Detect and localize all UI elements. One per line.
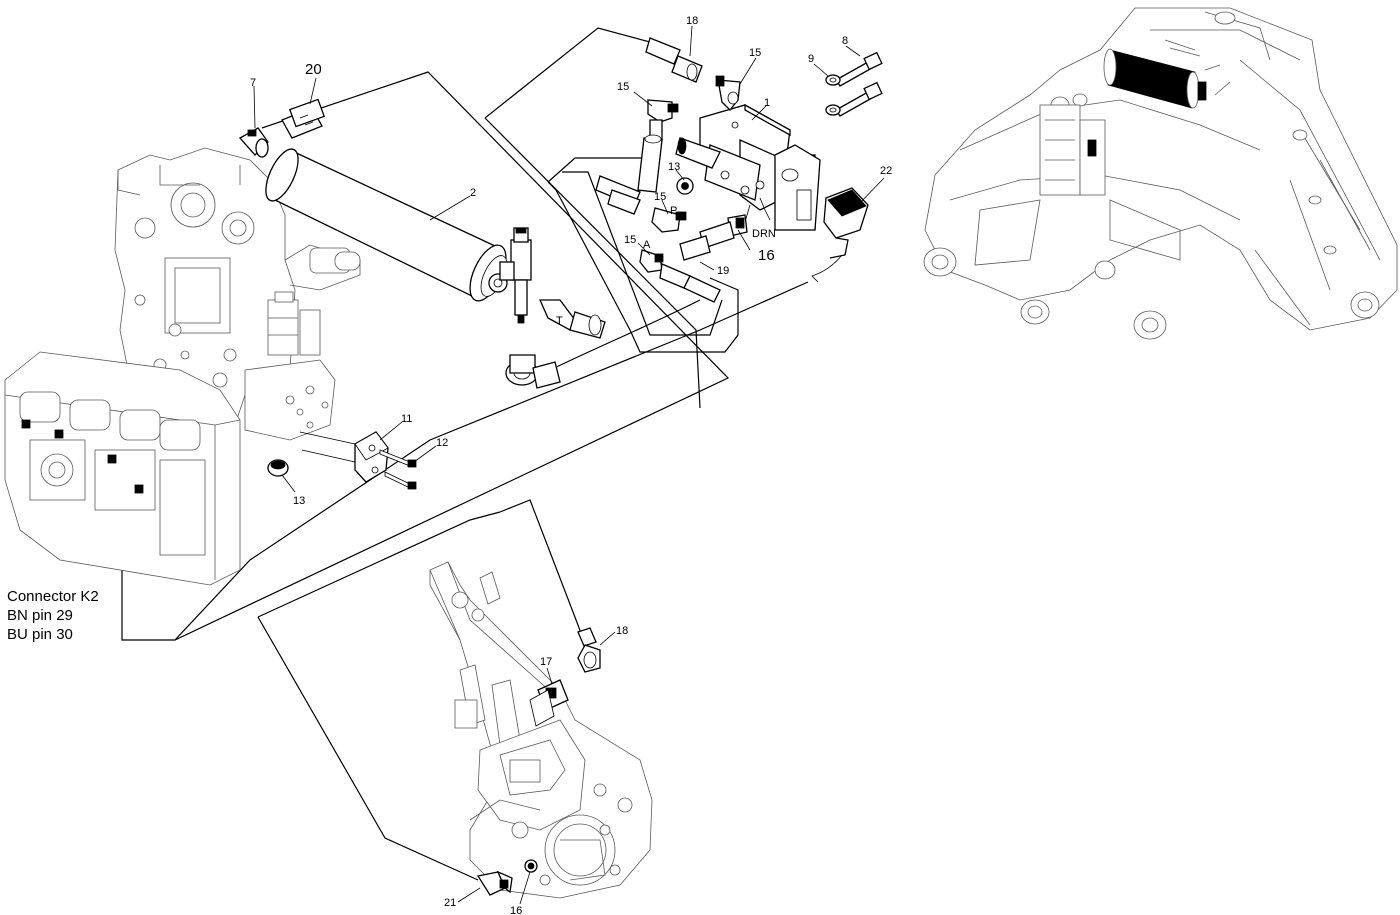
connector-note-line-3: BU pin 30: [7, 626, 73, 643]
routing-lines: [121, 27, 809, 881]
elbow-fitting-7: [238, 127, 269, 158]
machine-frame-illustration: [923, 7, 1398, 340]
pump-illustration: [429, 561, 653, 899]
callout-16-mid: 16: [758, 247, 775, 264]
routing-line-elbow-hose: [539, 299, 701, 376]
bolts-8-washers-9: [825, 51, 883, 117]
block-11: [299, 431, 389, 483]
callout-15-left: 15: [617, 81, 629, 93]
routing-line-return-2: [547, 181, 739, 353]
callout-leaders: [253, 25, 885, 905]
routing-line-pump-21b: [257, 616, 479, 881]
port-label-p: P: [670, 205, 677, 217]
port-label-drn: DRN: [752, 228, 776, 240]
callout-numbers: 18 15 8 9 1 15 7 20 2 13 15 22 15 16 19 …: [250, 15, 892, 915]
plug-13-low: [267, 459, 289, 477]
callout-18-top: 18: [686, 15, 698, 27]
callout-15-a: 15: [624, 234, 636, 246]
port-labels: P A T DRN: [556, 205, 776, 327]
hose-vertical: [637, 134, 663, 193]
callout-20: 20: [305, 61, 322, 78]
hose-fitting-20: [281, 98, 326, 139]
elbow-fitting-15-left: [647, 99, 679, 141]
port-label-t: T: [556, 315, 563, 327]
connector-note: Connector K2 BN pin 29 BU pin 30: [7, 588, 99, 643]
callout-21: 21: [444, 897, 456, 909]
callout-19: 19: [717, 265, 729, 277]
accumulator-part-2: [265, 148, 508, 302]
bolts-12: [379, 449, 417, 490]
fitting-16-mid: [679, 214, 748, 261]
elbow-hose-fitting: [505, 299, 606, 389]
routing-line-pump-21: [257, 511, 501, 618]
port-label-a: A: [643, 239, 651, 251]
callout-7: 7: [250, 77, 256, 89]
callout-12: 12: [436, 437, 448, 449]
callout-13-low: 13: [293, 495, 305, 507]
hose-p-line: [595, 175, 687, 233]
callout-17: 17: [540, 656, 552, 668]
callout-2: 2: [470, 187, 476, 199]
routing-line-coil-lead: [174, 281, 809, 641]
control-block-illustration: [114, 147, 361, 441]
callout-22: 22: [880, 165, 892, 177]
callout-11: 11: [401, 413, 412, 425]
routing-line-hose-18-top: [484, 27, 673, 119]
callout-1: 1: [764, 97, 770, 109]
routing-line-accumulator: [121, 71, 730, 641]
callout-16-bot: 16: [510, 905, 522, 915]
hose-18-top: [645, 37, 703, 83]
solenoid-coil-22: [811, 187, 869, 283]
valve-block-part-1: [675, 103, 821, 231]
callout-9: 9: [808, 53, 814, 65]
accumulator-charging-valve: [499, 227, 532, 324]
callout-13-mid: 13: [668, 161, 680, 173]
elbow-fitting-15-a: [639, 249, 664, 273]
connector-note-line-2: BN pin 29: [7, 607, 73, 624]
callout-15-top: 15: [749, 47, 761, 59]
callout-18-bot: 18: [616, 625, 628, 637]
callout-15-p: 15: [654, 191, 666, 203]
callout-8: 8: [842, 35, 848, 47]
routing-line-pump-18: [499, 499, 591, 661]
hose-19: [659, 263, 721, 303]
ecu-controller-illustration: [4, 351, 241, 586]
plug-13-mid: [676, 177, 694, 195]
connector-note-line-1: Connector K2: [7, 588, 99, 605]
elbow-fitting-15-top: [715, 75, 741, 111]
